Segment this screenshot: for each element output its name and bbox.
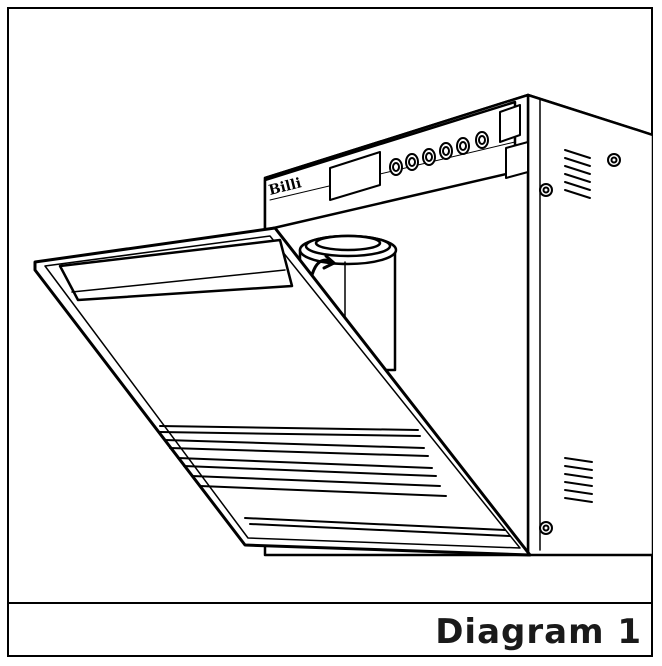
screw-fasteners bbox=[539, 153, 621, 535]
cover-handle-recess bbox=[58, 238, 294, 302]
side-vent-upper bbox=[564, 149, 591, 199]
diagram-caption: Diagram 1 bbox=[435, 612, 642, 652]
unit-illustration: Billi bbox=[33, 93, 653, 557]
control-panel bbox=[263, 100, 529, 232]
brand-logo: Billi bbox=[267, 175, 303, 199]
side-bracket bbox=[499, 104, 529, 179]
front-cover bbox=[33, 226, 532, 557]
side-vent-lower bbox=[564, 457, 593, 503]
caption-divider bbox=[7, 602, 653, 604]
display-screen bbox=[329, 151, 381, 201]
cover-ribs bbox=[159, 425, 511, 537]
control-buttons bbox=[389, 131, 489, 176]
